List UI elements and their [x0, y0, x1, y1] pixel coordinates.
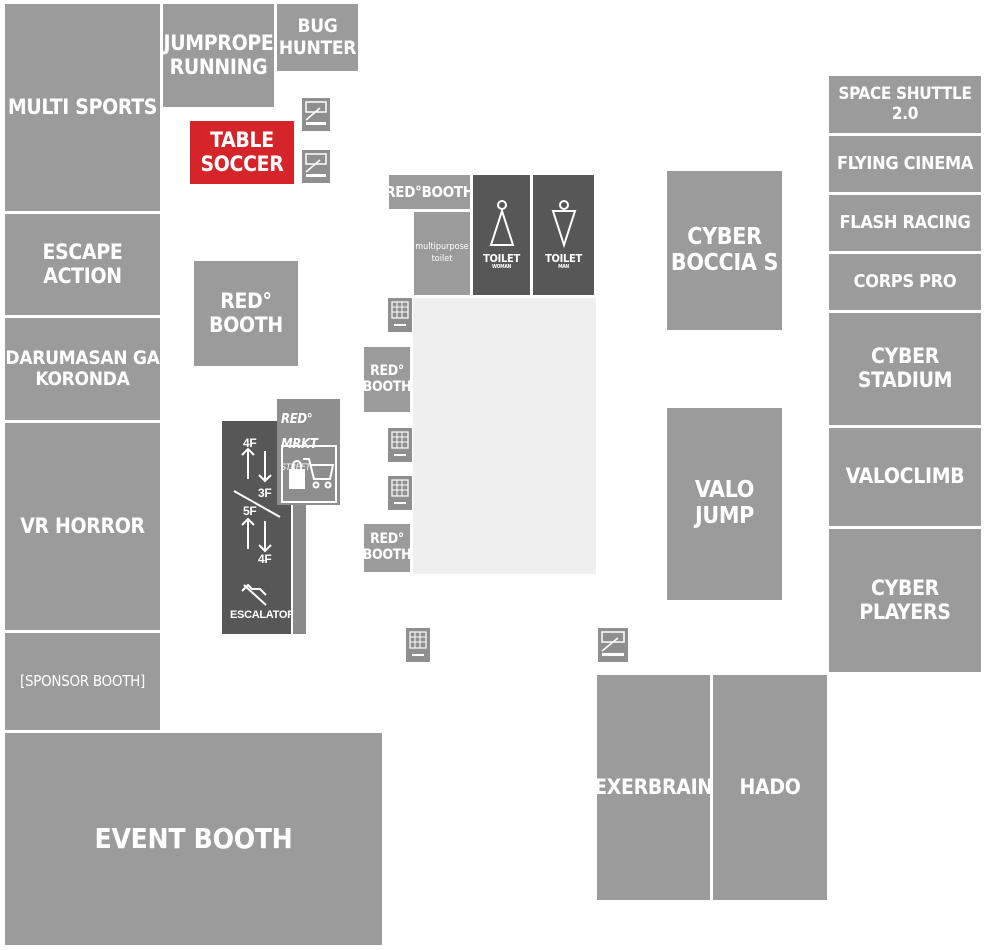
zone-flash-racing[interactable]: FLASH RACING [829, 195, 981, 251]
zone-space-shuttle[interactable]: SPACE SHUTTLE 2.0 [829, 76, 981, 133]
vending-machine-5[interactable] [388, 476, 412, 510]
zone-red-booth-low[interactable]: RED° BOOTH [363, 524, 412, 572]
vending-machine-icon [305, 153, 327, 177]
open-floor-area [413, 298, 596, 574]
red-market-street[interactable]: RED° MRKT STREET [277, 399, 340, 505]
zone-red-booth-left[interactable]: RED° BOOTH [194, 261, 298, 366]
red-market-logo: RED° MRKT STREET [281, 402, 336, 485]
vending-machine-1[interactable] [302, 98, 330, 131]
toilet-man-label: TOILET [545, 252, 582, 266]
zone-corps-pro[interactable]: CORPS PRO [829, 254, 981, 310]
zone-flying-cinema[interactable]: FLYING CINEMA [829, 136, 981, 192]
toilet-woman[interactable]: TOILET WOMAN [473, 175, 530, 295]
zone-exerbrain[interactable]: EXERBRAIN [594, 675, 713, 900]
zone-table-soccer[interactable]: TABLE SOCCER [190, 121, 294, 184]
toilet-woman-label: TOILET [483, 252, 520, 266]
zone-escape-action[interactable]: ESCAPE ACTION [5, 214, 160, 315]
vending-machine-icon [391, 479, 409, 504]
escalator-4f-bottom: 4F [258, 552, 272, 566]
vending-machine-icon [601, 631, 625, 656]
toilet-woman-sub: WOMAN [491, 263, 511, 270]
zone-cyber-stadium[interactable]: CYBER STADIUM [829, 313, 981, 425]
vending-machine-4[interactable] [388, 428, 412, 462]
vending-machine-6[interactable] [406, 628, 430, 662]
toilet-man-sub: MAN [558, 263, 569, 270]
zone-red-booth-top[interactable]: RED°BOOTH [385, 175, 474, 209]
vending-machine-icon [409, 631, 427, 656]
red-market-logo-line3: STREET [281, 462, 311, 473]
zone-bug-hunter[interactable]: BUG HUNTER [277, 4, 358, 71]
zone-cyber-boccia-s[interactable]: CYBER BOCCIA S [667, 171, 782, 330]
zone-vr-horror[interactable]: VR HORROR [5, 423, 160, 630]
vending-machine-2[interactable] [302, 150, 330, 183]
escalator-arrows-icon [233, 447, 281, 606]
toilet-man[interactable]: TOILET MAN [533, 175, 594, 295]
zone-darumasan-ga-koronda[interactable]: DARUMASAN GA KORONDA [5, 318, 160, 420]
zone-valoclimb[interactable]: VALOCLIMB [829, 428, 981, 526]
shopping-cart-icon [281, 445, 337, 503]
zone-event-booth[interactable]: EVENT BOOTH [5, 733, 382, 945]
zone-multi-sports[interactable]: MULTI SPORTS [5, 4, 160, 211]
escalator-5f: 5F [243, 504, 257, 518]
vending-machine-3[interactable] [388, 298, 412, 332]
zone-jumprope-running[interactable]: JUMPROPE RUNNING [163, 4, 274, 107]
zone-cyber-players[interactable]: CYBER PLAYERS [829, 529, 981, 672]
vending-machine-7[interactable] [598, 628, 628, 662]
zone-hado[interactable]: HADO [713, 675, 827, 900]
zone-multipurpose-toilet[interactable]: multipurpose toilet [414, 212, 470, 295]
vending-machine-icon [305, 101, 327, 125]
zone-valo-jump[interactable]: VALO JUMP [667, 408, 782, 600]
man-toilet-icon [551, 200, 576, 249]
red-market-logo-line1: RED° [281, 412, 313, 428]
woman-toilet-icon [489, 200, 514, 247]
red-market-logo-line2: MRKT [281, 437, 318, 453]
zone-red-booth-mid[interactable]: RED° BOOTH [363, 347, 412, 412]
vending-machine-icon [391, 431, 409, 456]
escalator-3f: 3F [258, 486, 272, 500]
escalator-rail [293, 505, 306, 634]
vending-machine-icon [391, 301, 409, 326]
escalator-4f-top: 4F [243, 436, 257, 450]
escalator-label: ESCALATOR [230, 609, 295, 621]
zone-sponsor-booth[interactable]: [SPONSOR BOOTH] [5, 633, 160, 730]
